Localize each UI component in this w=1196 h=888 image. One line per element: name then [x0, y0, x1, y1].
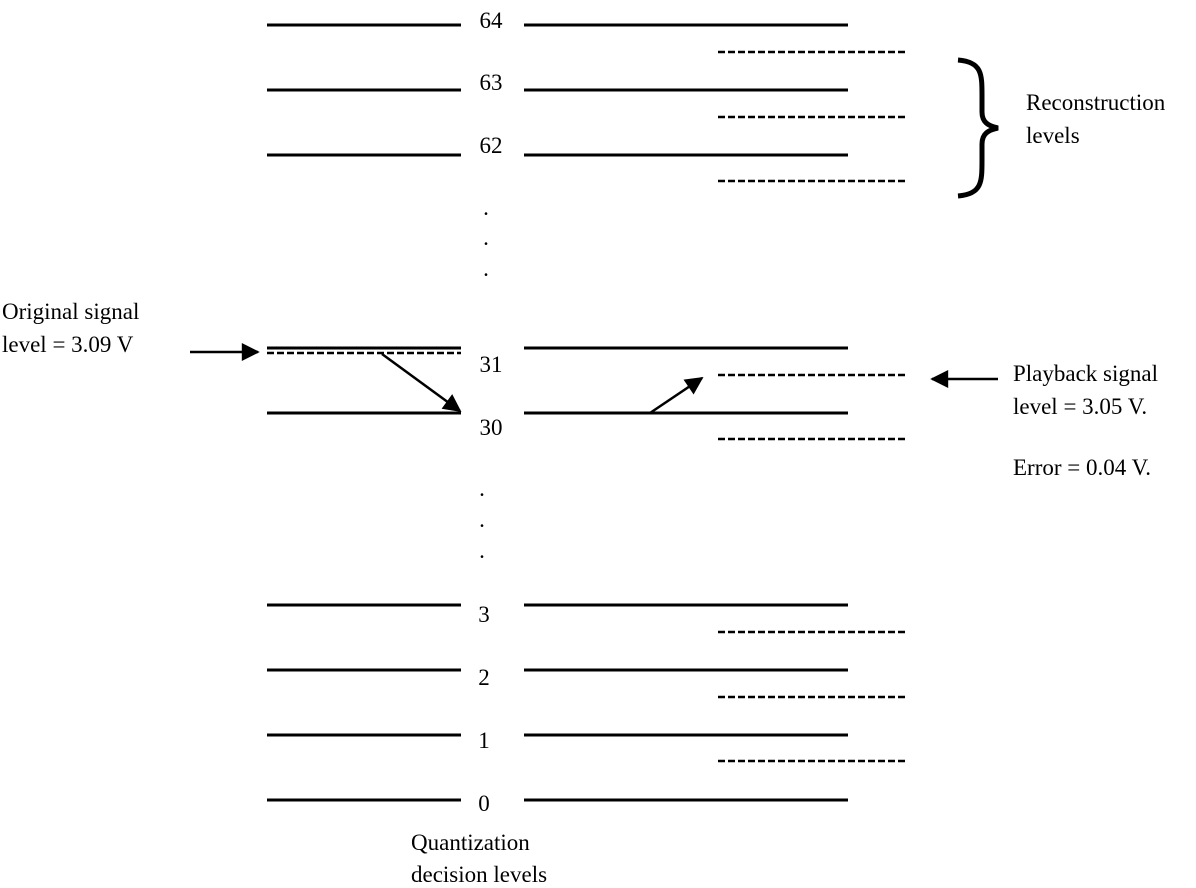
- level-number-2: 2: [478, 665, 490, 690]
- reconstruction-label-line2: levels: [1026, 123, 1080, 148]
- ellipsis-dot: .: [483, 195, 489, 220]
- level-number-31: 31: [480, 352, 503, 377]
- playback-signal-label-line2: level = 3.05 V.: [1013, 394, 1147, 419]
- ellipsis-dots: . . . . . .: [479, 195, 489, 563]
- original-signal-label-line1: Original signal: [2, 299, 139, 324]
- curly-brace-icon: [957, 57, 999, 199]
- quantize-down-arrow: [381, 352, 462, 413]
- ellipsis-dot: .: [479, 476, 485, 501]
- level-number-63: 63: [480, 70, 503, 95]
- level-number-1: 1: [478, 728, 490, 753]
- level-number-62: 62: [480, 133, 503, 158]
- original-signal-label-line2: level = 3.09 V: [2, 332, 134, 357]
- reconstruction-label-line1: Reconstruction: [1026, 90, 1166, 115]
- level-number-30: 30: [480, 415, 503, 440]
- reconstruction-level-lines: [718, 50, 908, 763]
- playback-signal-label-line1: Playback signal: [1013, 361, 1158, 386]
- level-numbers: 64 63 62 31 30 3 2 1 0: [478, 8, 503, 816]
- error-label: Error = 0.04 V.: [1013, 455, 1151, 480]
- ellipsis-dot: .: [483, 225, 489, 250]
- ellipsis-dot: .: [479, 538, 485, 563]
- reconstruct-up-arrow: [649, 376, 704, 415]
- level-number-0: 0: [478, 791, 490, 816]
- quantization-label-line2: decision levels: [411, 862, 547, 887]
- level-number-64: 64: [480, 8, 504, 33]
- quantization-label-line1: Quantization: [411, 830, 530, 855]
- ellipsis-dot: .: [483, 256, 489, 281]
- level-number-3: 3: [478, 602, 490, 627]
- ellipsis-dot: .: [479, 507, 485, 532]
- decision-level-lines: [267, 23, 848, 802]
